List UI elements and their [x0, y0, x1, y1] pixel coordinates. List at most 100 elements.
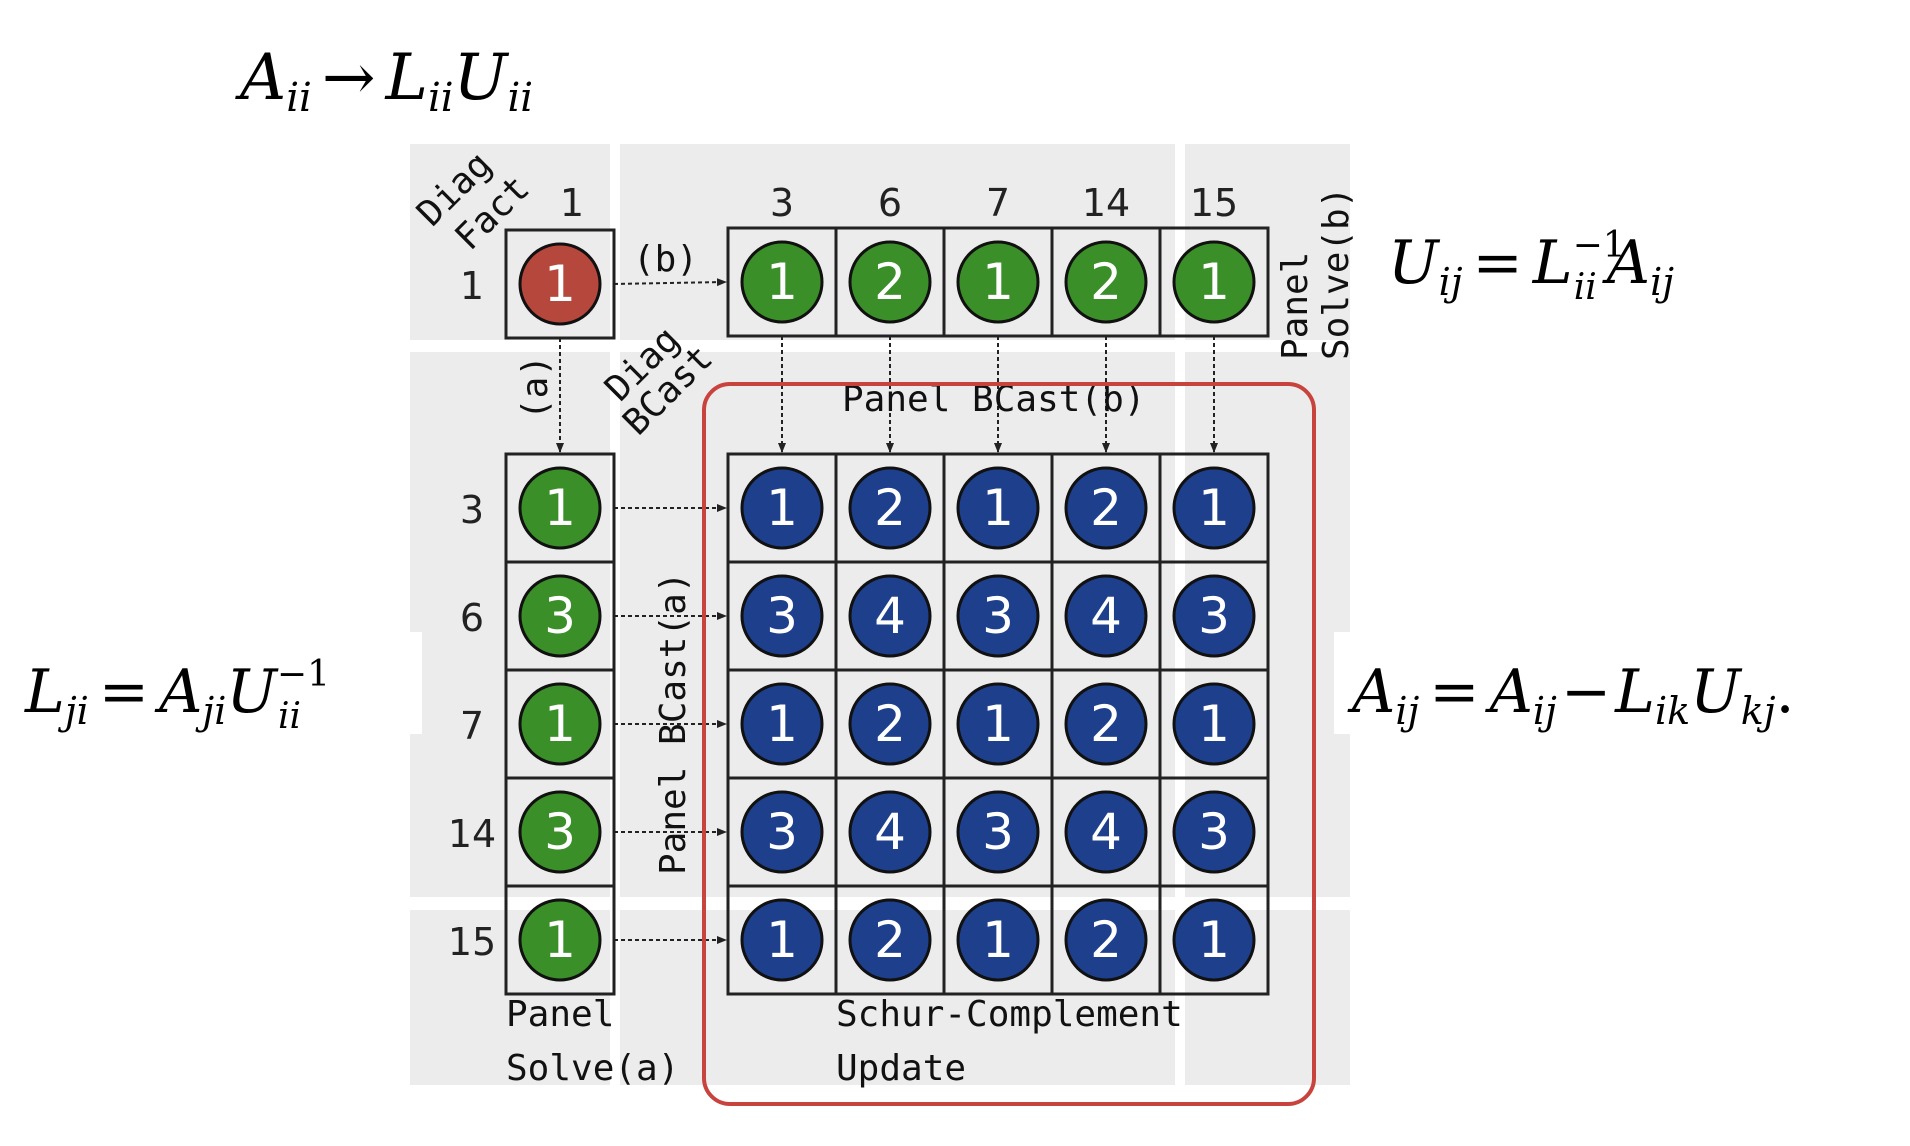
u-panel-block-label: 1	[766, 253, 798, 311]
schur-block-disc	[1064, 790, 1148, 874]
schur-block-label: 1	[982, 911, 1014, 969]
schur-equation: Aij=Aij−LikUkj.	[1347, 657, 1795, 733]
col-index: 14	[1082, 181, 1130, 225]
u-panel-block: 1	[740, 240, 824, 324]
schur-block: 2	[848, 898, 932, 982]
col-index: 15	[1190, 181, 1238, 225]
block-grid	[504, 226, 1270, 996]
schur-cell	[1158, 884, 1270, 996]
schur-block-disc	[1172, 898, 1256, 982]
equation-mask-right	[1334, 632, 1910, 734]
u-panel-block-disc	[956, 240, 1040, 324]
diag-factor-equation: Aii→LiiUii	[235, 41, 533, 121]
l-panel-block-disc	[518, 466, 602, 550]
panel-solve-b-label-line1: Panel	[1275, 252, 1316, 360]
schur-block: 4	[1064, 574, 1148, 658]
schur-block-disc	[740, 466, 824, 550]
schur-block-label: 4	[874, 803, 906, 861]
schur-block-disc	[848, 898, 932, 982]
arrow-b-label: (b)	[633, 239, 698, 280]
equation-mask-left	[0, 632, 422, 734]
u-panel-block: 1	[956, 240, 1040, 324]
u-panel-block-label: 2	[1090, 253, 1122, 311]
schur-block-label: 1	[766, 695, 798, 753]
panel-solve-a-label-line1: Panel	[506, 994, 614, 1035]
row-index: 3	[460, 488, 484, 532]
schur-block-disc	[848, 466, 932, 550]
schur-block-disc	[848, 682, 932, 766]
l-panel-block-label: 1	[544, 695, 576, 753]
col-index: 3	[770, 181, 794, 225]
schur-block-disc	[956, 898, 1040, 982]
schur-block: 2	[848, 466, 932, 550]
dependency-arrows	[556, 278, 1218, 944]
schur-block-label: 4	[1090, 587, 1122, 645]
schur-block: 4	[848, 790, 932, 874]
arrow-b	[613, 278, 727, 287]
schur-block: 1	[1172, 466, 1256, 550]
schur-block-disc	[1064, 466, 1148, 550]
l-panel-block: 3	[518, 574, 602, 658]
l-panel-block-label: 3	[544, 803, 576, 861]
schur-block: 3	[1172, 790, 1256, 874]
schur-block-disc	[740, 898, 824, 982]
schur-block: 2	[1064, 898, 1148, 982]
schur-block-label: 1	[982, 695, 1014, 753]
schur-block: 1	[740, 466, 824, 550]
u-panel-block-disc	[1172, 240, 1256, 324]
schur-block-disc	[956, 790, 1040, 874]
l-panel-block-disc	[518, 790, 602, 874]
schur-block: 2	[1064, 466, 1148, 550]
row-index: 6	[460, 596, 484, 640]
panel-bcast-a-label: Panel BCast(a)	[653, 572, 694, 875]
arrow-a-label: (a)	[515, 355, 556, 420]
schur-block-label: 1	[1198, 695, 1230, 753]
schur-block-disc	[1172, 790, 1256, 874]
schur-block: 3	[1172, 574, 1256, 658]
schur-block-label: 2	[1090, 911, 1122, 969]
schur-block-label: 2	[874, 479, 906, 537]
schur-block-disc	[848, 574, 932, 658]
schur-block: 4	[848, 574, 932, 658]
schur-block-disc	[956, 574, 1040, 658]
l-panel-block: 1	[518, 682, 602, 766]
u-panel-block-disc	[848, 240, 932, 324]
l-panel-block-label: 3	[544, 587, 576, 645]
l-panel-block: 1	[518, 898, 602, 982]
row-index: 1	[460, 264, 484, 308]
schur-block-label: 3	[766, 587, 798, 645]
panel-solve-b-label-line2: Solve(b)	[1316, 187, 1357, 360]
col-index: 1	[560, 181, 584, 225]
schur-block: 1	[956, 466, 1040, 550]
diag-block-label: 1	[544, 255, 576, 313]
u-panel-block-label: 1	[1198, 253, 1230, 311]
schur-block-disc	[956, 682, 1040, 766]
schur-block: 1	[740, 682, 824, 766]
schur-block: 1	[740, 898, 824, 982]
schur-block-label: 1	[766, 911, 798, 969]
schur-block-disc	[1172, 682, 1256, 766]
l-panel-block-disc	[518, 682, 602, 766]
schur-block-label: 2	[1090, 695, 1122, 753]
row-index: 7	[460, 704, 484, 748]
schur-label-line2: Update	[836, 1048, 966, 1089]
schur-block: 3	[740, 790, 824, 874]
schur-block-label: 1	[1198, 911, 1230, 969]
schur-block: 1	[956, 898, 1040, 982]
schur-block-disc	[1064, 682, 1148, 766]
row-index: 15	[448, 920, 496, 964]
schur-highlight-box	[702, 382, 1316, 1106]
l-panel-block-label: 1	[544, 479, 576, 537]
schur-block: 2	[848, 682, 932, 766]
u-panel-block-label: 1	[982, 253, 1014, 311]
schur-block: 2	[1064, 682, 1148, 766]
schur-block: 3	[956, 574, 1040, 658]
schur-block-label: 3	[766, 803, 798, 861]
schur-block: 1	[956, 682, 1040, 766]
schur-block-label: 1	[1198, 479, 1230, 537]
schur-block-disc	[740, 682, 824, 766]
schur-block: 4	[1064, 790, 1148, 874]
